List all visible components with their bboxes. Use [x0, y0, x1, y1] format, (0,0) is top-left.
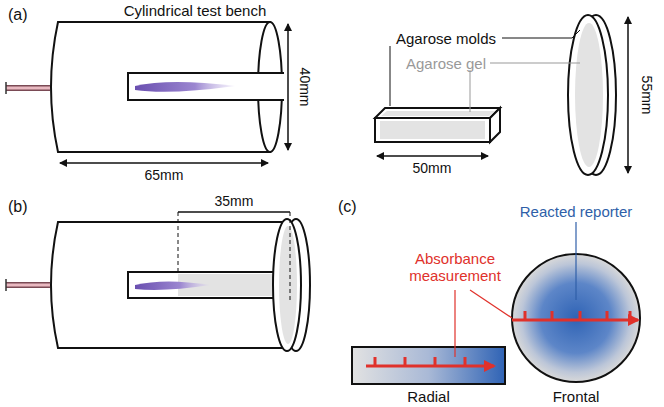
absorbance-arrow: [366, 357, 494, 366]
frontal-disc-node: Reacted reporterFrontal: [508, 200, 644, 405]
panel-letter: (a): [8, 6, 28, 24]
dashed-guide: [178, 212, 179, 272]
panel-letter: (c): [338, 198, 357, 216]
cylinder-b: [6, 219, 310, 351]
part-label: Agarose molds: [396, 30, 496, 47]
dimension-label: 65mm: [145, 167, 184, 183]
dimension-label: 35mm: [215, 193, 254, 209]
dimension-line: [178, 211, 290, 213]
radial-box: Radial: [352, 347, 505, 405]
absorbance-arrow: [512, 311, 638, 320]
radial-mold: [352, 347, 505, 384]
leader-line: [575, 222, 576, 300]
view-label: Radial: [407, 388, 450, 405]
dimension-line: [287, 24, 289, 150]
view-label: Frontal: [553, 388, 600, 405]
part-label: Agarose gel: [406, 55, 486, 72]
leader-line: [470, 70, 471, 112]
panel-letter: (b): [8, 198, 28, 216]
callout-label: Reacted reporter: [520, 203, 633, 220]
leader-line: [454, 290, 455, 357]
agarose-molds: [375, 15, 616, 175]
dimension-label: 40mm: [296, 68, 312, 107]
dimension-label: 55mm: [638, 76, 654, 115]
title-label: Cylindrical test bench: [124, 2, 267, 19]
dashed-guide: [290, 212, 291, 300]
cylinder-a: [6, 22, 288, 152]
dimension-line: [377, 155, 488, 157]
leader-line: [502, 30, 580, 38]
callout-label: Absorbance measurement: [400, 250, 510, 285]
dimension-line: [60, 162, 268, 164]
dimension-label: 50mm: [413, 160, 452, 176]
leader-line: [470, 290, 512, 318]
dimension-line: [627, 17, 629, 173]
leader-line: [390, 46, 391, 106]
leader-line: [490, 63, 580, 64]
